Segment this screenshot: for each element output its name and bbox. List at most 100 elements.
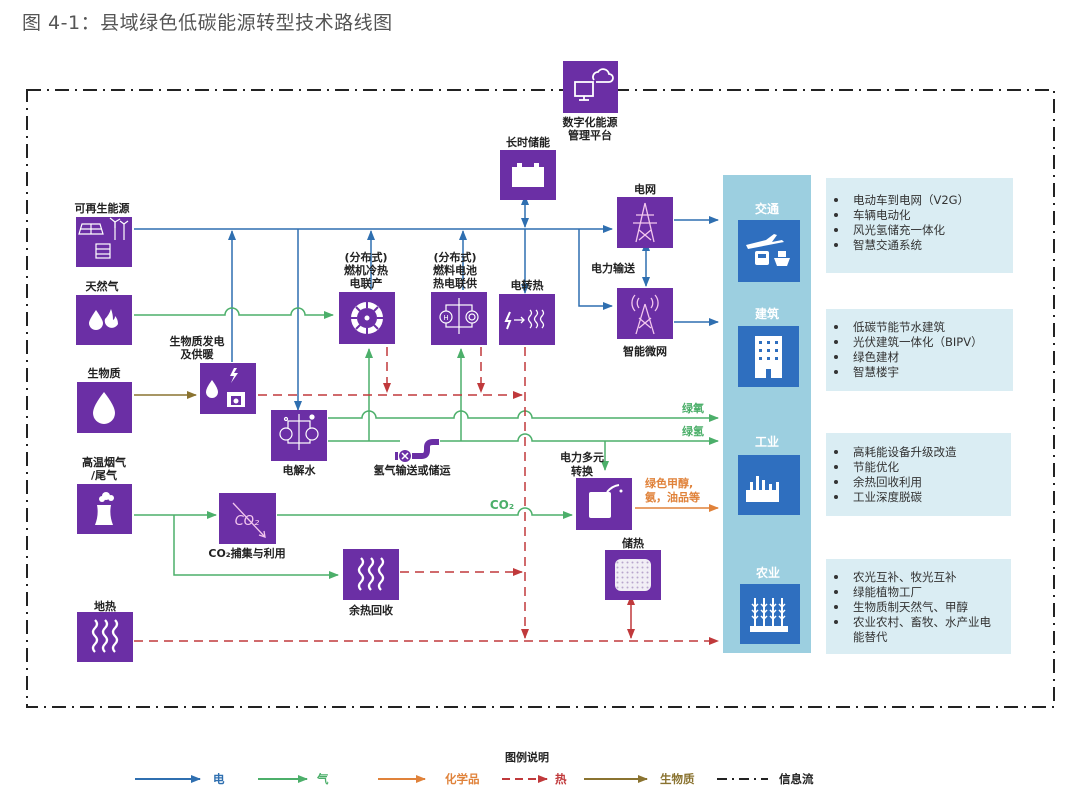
sector-bullet: 高耗能设备升级改造 (853, 445, 957, 459)
sector-industry[interactable]: 工业 (738, 434, 800, 515)
bullet-dot (834, 465, 838, 469)
bullet-dot (834, 340, 838, 344)
node-heat-storage[interactable]: 储热 (605, 536, 661, 600)
bullet-dot (834, 325, 838, 329)
source-label: 高温烟气 (82, 455, 126, 469)
node-label: 电解水 (283, 463, 317, 477)
node-platform[interactable]: 数字化能源 管理平台 (563, 61, 619, 142)
bullet-dot (834, 575, 838, 579)
sector-label: 工业 (755, 434, 779, 449)
node-label: 电转热 (511, 278, 544, 292)
power-transmission-label: 电力输送 (591, 261, 636, 275)
bullet-dot (834, 450, 838, 454)
node-power-to-x[interactable]: 电力多元 转换 (560, 450, 632, 530)
sector-bullet: 车辆电动化 (853, 208, 911, 222)
node-chp-engine[interactable]: (分布式) 燃机冷热 电联产 (339, 250, 395, 344)
building-icon (755, 336, 782, 378)
legend-title: 图例说明 (505, 750, 549, 764)
power-tower-icon (633, 202, 657, 243)
node-fuel-cell[interactable]: (分布式) 燃料电池 热电联供 H (431, 250, 487, 345)
pipe-valve-icon (395, 439, 439, 462)
co2-label: CO₂ (490, 498, 514, 512)
node-label: 余热回收 (348, 603, 393, 617)
sector-agriculture[interactable]: 农业 (740, 565, 800, 644)
node-hydrogen-transport[interactable]: 氢气输送或储运 (374, 439, 451, 477)
source-geothermal[interactable]: 地热 (77, 599, 133, 662)
bullet-dot (834, 590, 838, 594)
heat-waves-icon (91, 619, 119, 653)
platform-label-2: 管理平台 (568, 128, 612, 142)
sector-bullet: 低碳节能节水建筑 (853, 320, 945, 334)
bullet-dot (834, 495, 838, 499)
node-biomass-power[interactable]: 生物质发电 及供暖 (170, 334, 257, 414)
sector-bullet: 农光互补、牧光互补 (853, 570, 957, 584)
node-electrolysis[interactable]: 电解水 (271, 410, 327, 477)
node-long-storage[interactable]: 长时储能 (500, 135, 556, 200)
radio-tower-icon (631, 294, 659, 335)
node-label: 储热 (622, 536, 644, 550)
legend-label: 化学品 (445, 772, 480, 786)
source-renewable[interactable]: 可再生能源 (75, 201, 133, 267)
factory-icon (746, 476, 779, 502)
bullet-dot (834, 605, 838, 609)
bullet-dot (834, 480, 838, 484)
sector-building[interactable]: 建筑 (738, 306, 799, 387)
bullet-dot (834, 370, 838, 374)
node-label: 热电联供 (433, 276, 477, 290)
electrolysis-icon (279, 414, 319, 450)
node-waste-heat[interactable]: 余热回收 (343, 549, 399, 617)
sector-bullet: 电动车到电网（V2G） (853, 193, 969, 207)
node-label: 及供暖 (181, 347, 215, 361)
green-hydrogen-label: 绿氢 (682, 424, 704, 438)
transport-icon (746, 234, 790, 266)
solar-wind-icon (78, 217, 129, 259)
node-label: 电联产 (350, 276, 383, 290)
battery-icon (512, 163, 544, 187)
sector-transport[interactable]: 交通 (738, 201, 800, 282)
sector-bullet: 绿能植物工厂 (853, 585, 922, 599)
sector-bullet: 智慧交通系统 (853, 238, 922, 252)
fuel-cell-icon: H (439, 298, 479, 334)
flame-drop-icon (89, 309, 118, 330)
source-natural-gas[interactable]: 天然气 (76, 279, 132, 345)
sector-label: 农业 (755, 565, 780, 580)
wheat-icon (750, 598, 788, 632)
node-label: 燃料电池 (432, 263, 477, 277)
legend-item-heat: 热 (502, 772, 567, 786)
node-power-to-heat[interactable]: 电转热 (499, 278, 555, 345)
legend: 图例说明 电 气 化学品 热 生物质 信息流 (135, 750, 814, 786)
co2-capture-icon: CO₂ (232, 502, 266, 538)
sector-bullet: 智慧楼宇 (853, 365, 899, 379)
node-ccus[interactable]: CO₂ CO₂捕集与利用 (208, 493, 286, 560)
legend-item-chemical: 化学品 (378, 772, 480, 786)
source-flue-gas[interactable]: 高温烟气 /尾气 (77, 455, 132, 534)
green-oxygen-label: 绿氧 (682, 401, 704, 415)
source-label: 地热 (94, 599, 116, 613)
legend-item-electric: 电 (135, 772, 225, 786)
legend-item-biomass: 生物质 (584, 772, 695, 786)
sector-bullet: 绿色建材 (853, 350, 899, 364)
sector-label: 交通 (755, 201, 779, 216)
node-label: 电力多元 (560, 450, 604, 464)
turbine-icon (351, 302, 383, 334)
node-microgrid[interactable]: 智能微网 (617, 288, 673, 358)
legend-label: 信息流 (779, 772, 814, 786)
node-label: 转换 (571, 464, 594, 478)
source-label: 可再生能源 (75, 201, 130, 215)
legend-item-gas: 气 (258, 772, 329, 786)
node-label: 燃机冷热 (343, 263, 388, 277)
node-grid[interactable]: 电网 (617, 182, 673, 248)
svg-text:H: H (443, 314, 448, 322)
power-to-heat-icon (504, 309, 545, 330)
source-biomass[interactable]: 生物质 (77, 366, 132, 433)
sector-bullet: 工业深度脱碳 (853, 490, 922, 504)
fuel-can-icon (589, 484, 623, 518)
cloud-computer-icon (574, 68, 614, 101)
gas-flows (134, 307, 719, 579)
chemicals-label-1: 绿色甲醇, (645, 476, 693, 490)
sector-bullet: 节能优化 (853, 460, 899, 474)
